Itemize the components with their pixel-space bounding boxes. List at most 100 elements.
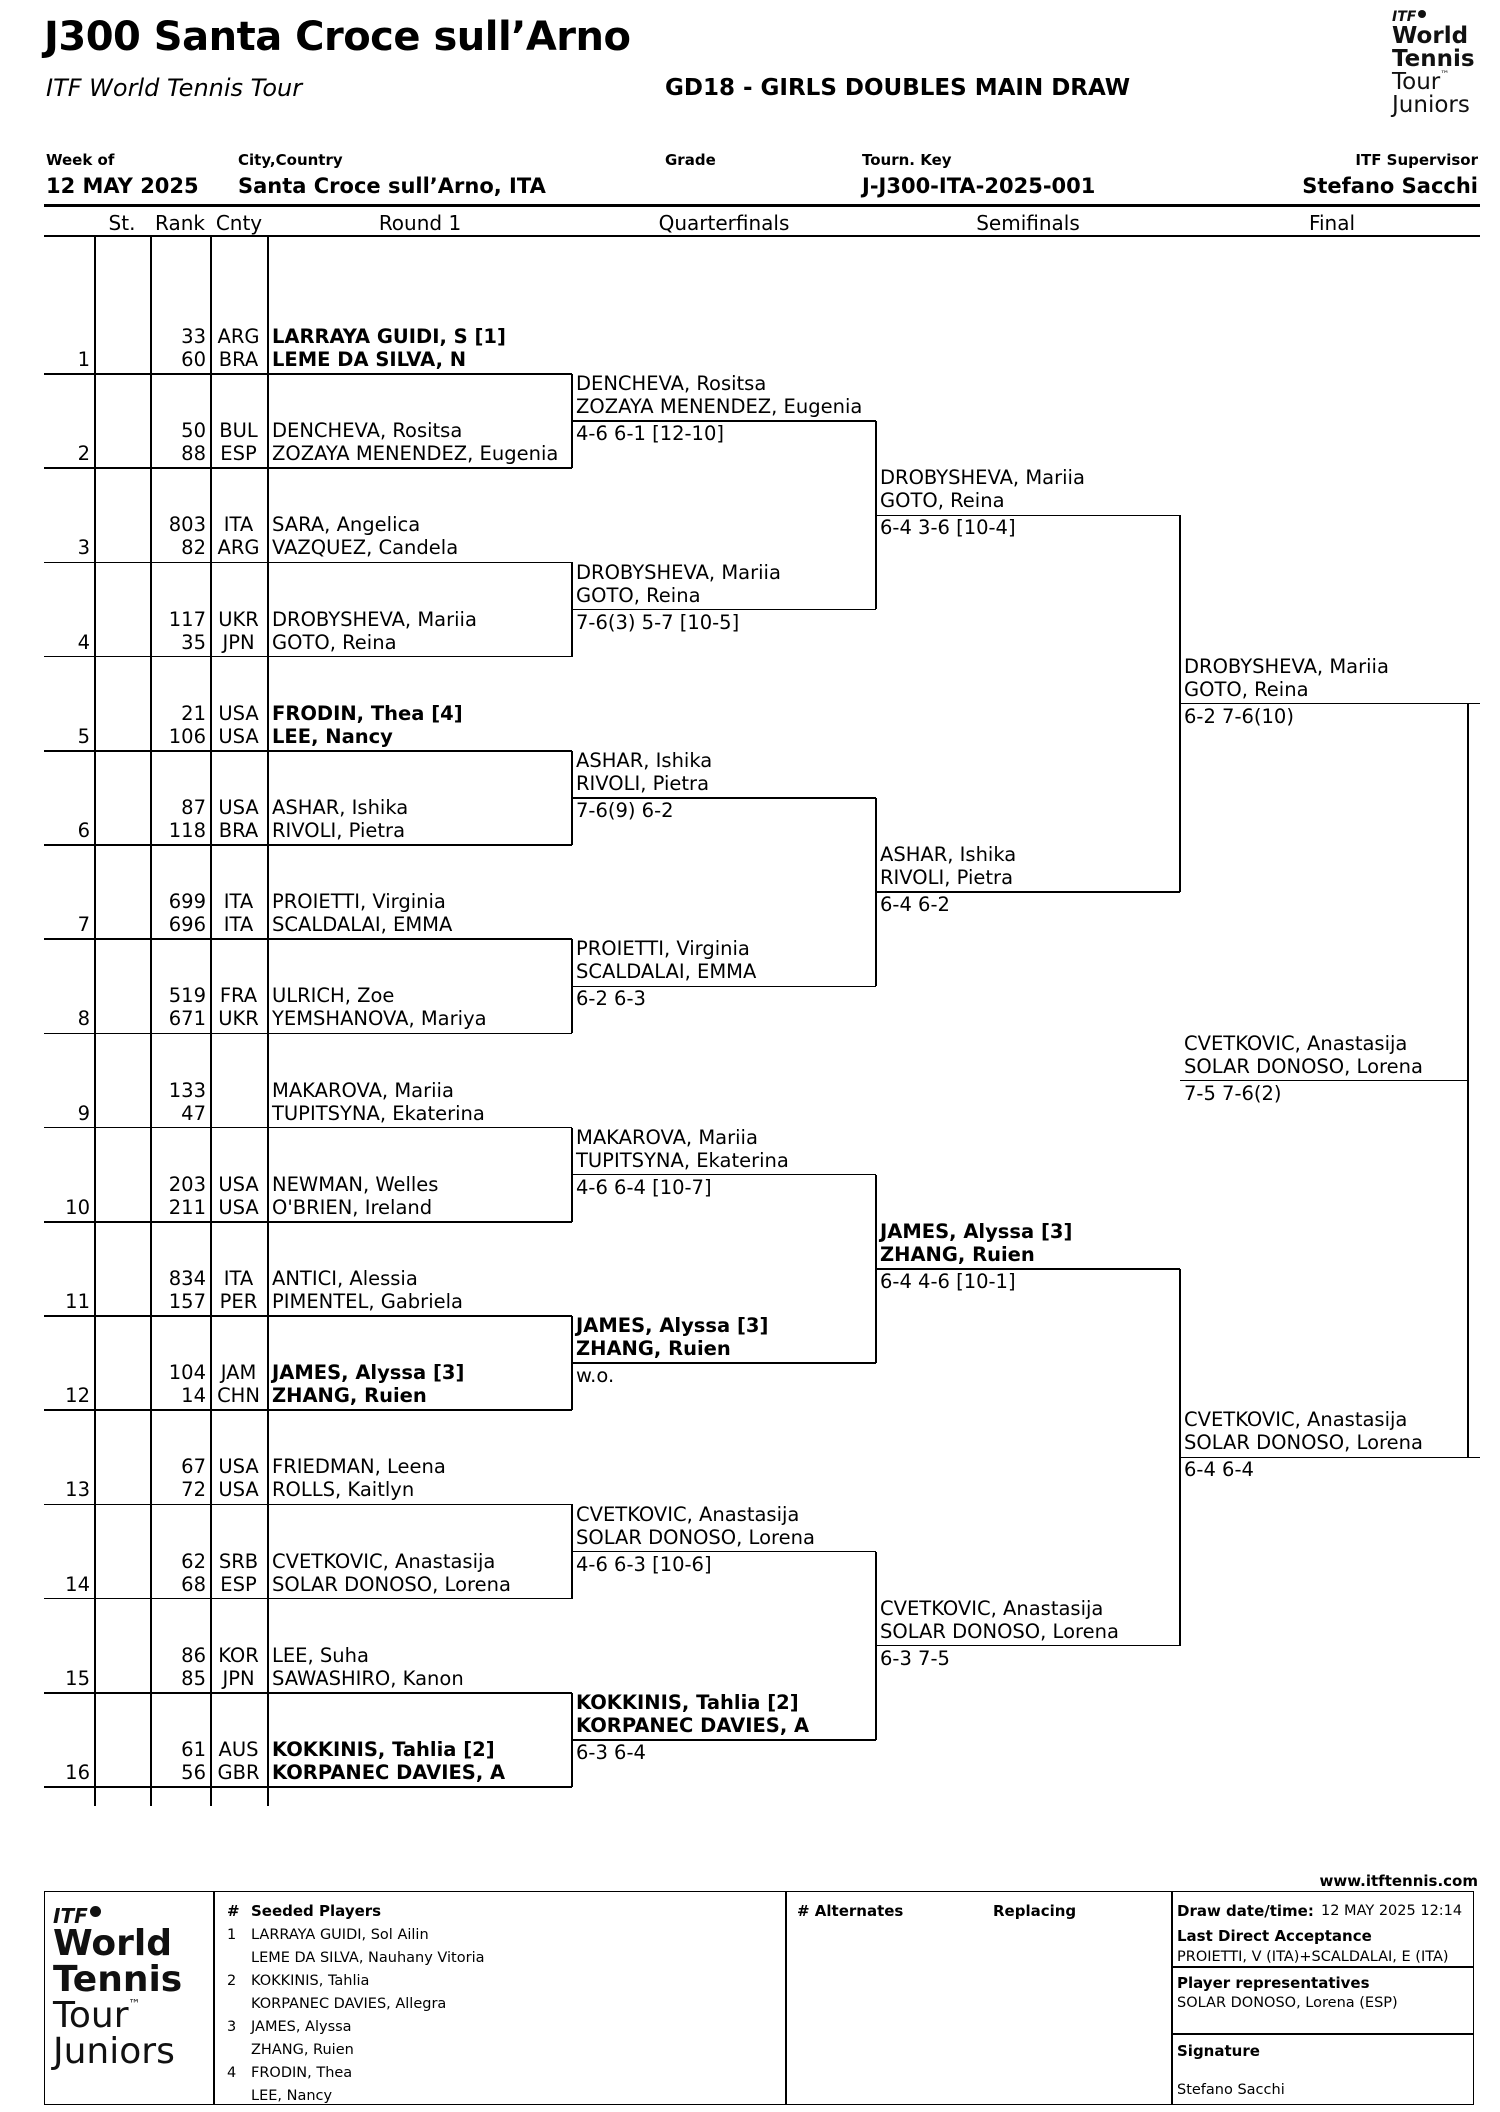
winner-name: SOLAR DONOSO, Lorena <box>576 1525 815 1549</box>
logo-line-tour: Tour <box>1392 69 1441 95</box>
seeded-hash: # <box>227 1902 240 1920</box>
player-rank: 35 <box>181 630 206 654</box>
player-rank: 157 <box>168 1290 206 1313</box>
player-name: VAZQUEZ, Candela <box>272 536 459 560</box>
player-name: LEME DA SILVA, N <box>272 348 467 371</box>
winner-name: TUPITSYNA, Ekaterina <box>576 1148 789 1172</box>
player-name: FRODIN, Thea [4] <box>272 701 463 725</box>
bracket-connector <box>1467 703 1469 1458</box>
website[interactable]: www.itftennis.com <box>1319 1872 1478 1890</box>
col-rank: Rank <box>155 211 205 235</box>
player-country: AUS <box>218 1738 259 1761</box>
logo-line-juniors: Juniors <box>53 2031 175 2072</box>
player-country: USA <box>218 701 259 725</box>
player-rank: 21 <box>181 701 206 725</box>
player-country: JAM <box>220 1361 257 1385</box>
match-score: 7-6(9) 6-2 <box>576 798 674 822</box>
signature-label: Signature <box>1177 2042 1260 2060</box>
logo-line-tennis: Tennis <box>1392 46 1475 72</box>
footer-divider <box>1171 1892 1173 2104</box>
player-name: SOLAR DONOSO, Lorena <box>272 1572 511 1596</box>
match-score: 6-2 6-3 <box>576 987 646 1011</box>
player-name: GOTO, Reina <box>272 630 397 654</box>
winner-name: ZHANG, Ruien <box>880 1242 1035 1266</box>
footer-divider <box>213 1892 215 2104</box>
colhead-rule <box>44 235 1480 237</box>
seed-player-name: KORPANEC DAVIES, Allegra <box>251 1996 447 2012</box>
match-line <box>572 1739 876 1741</box>
player-country: ITA <box>223 890 254 914</box>
player-rank: 88 <box>181 442 206 466</box>
winner-name: ASHAR, Ishika <box>576 748 713 772</box>
player-name: LEE, Nancy <box>272 724 393 748</box>
winner-name: ZHANG, Ruien <box>576 1337 731 1361</box>
draw-position: 9 <box>77 1101 90 1125</box>
player-country: BRA <box>218 819 259 842</box>
winner-name: DENCHEVA, Rositsa <box>576 372 767 396</box>
entry-line <box>44 1409 572 1411</box>
grade-label: Grade <box>665 151 716 169</box>
footer-box: ITF World Tennis Tour™ Juniors # Seeded … <box>44 1891 1474 2105</box>
match-line <box>876 891 1180 893</box>
match-line <box>876 1644 1180 1647</box>
match-score: 4-6 6-4 [10-7] <box>576 1175 712 1199</box>
player-country: CHN <box>217 1384 260 1408</box>
player-country: JPN <box>222 1666 255 1690</box>
winner-name: ZOZAYA MENENDEZ, Eugenia <box>576 395 863 419</box>
champion-name: CVETKOVIC, Anastasija <box>1184 1031 1408 1055</box>
player-name: ROLLS, Kaitlyn <box>272 1478 415 1502</box>
seed-player-name: LARRAYA GUIDI, Sol Ailin <box>251 1927 429 1943</box>
entry-line <box>44 467 572 469</box>
col-semifinals: Semifinals <box>976 211 1080 235</box>
match-score: 4-6 6-1 [12-10] <box>576 422 724 446</box>
player-rank: 519 <box>168 984 206 1008</box>
player-name: FRIEDMAN, Leena <box>272 1455 446 1479</box>
tourn-key-value: J-J300-ITA-2025-001 <box>862 174 1096 198</box>
lda-label: Last Direct Acceptance <box>1177 1927 1372 1945</box>
match-line <box>572 420 876 422</box>
winner-name: GOTO, Reina <box>880 489 1005 513</box>
tennis-ball-icon <box>1418 10 1427 18</box>
player-name: RIVOLI, Pietra <box>272 819 406 842</box>
draw-position: 14 <box>65 1572 90 1596</box>
col-quarterfinals: Quarterfinals <box>658 211 790 235</box>
player-rank: 50 <box>181 419 206 443</box>
entry-line <box>44 655 572 658</box>
player-country: UKR <box>218 607 259 631</box>
alternates-label: # Alternates <box>797 1902 904 1920</box>
winner-name: RIVOLI, Pietra <box>576 771 710 795</box>
tourn-key-label: Tourn. Key <box>862 151 952 169</box>
player-country: ITA <box>223 1267 254 1290</box>
seed-number: 1 <box>227 1927 237 1943</box>
draw-name: GD18 - GIRLS DOUBLES MAIN DRAW <box>665 75 1131 101</box>
entry-line <box>44 1315 572 1317</box>
player-country: KOR <box>218 1643 259 1667</box>
player-country: ITA <box>223 913 254 937</box>
reps-value: SOLAR DONOSO, Lorena (ESP) <box>1177 1995 1398 2011</box>
player-name: CVETKOVIC, Anastasija <box>272 1549 496 1573</box>
winner-name: CVETKOVIC, Anastasija <box>1184 1408 1408 1432</box>
player-name: SAWASHIRO, Kanon <box>272 1666 464 1690</box>
winner-name: CVETKOVIC, Anastasija <box>576 1502 800 1526</box>
match-score: 6-4 4-6 [10-1] <box>880 1269 1016 1293</box>
player-name: ULRICH, Zoe <box>272 984 395 1008</box>
player-name: YEMSHANOVA, Mariya <box>272 1007 487 1031</box>
winner-name: PROIETTI, Virginia <box>576 937 750 961</box>
player-rank: 61 <box>181 1738 206 1761</box>
col-final: Final <box>1308 211 1356 235</box>
draw-position: 13 <box>65 1478 90 1502</box>
entry-line <box>44 1597 572 1600</box>
player-rank: 47 <box>181 1101 206 1125</box>
player-rank: 834 <box>168 1267 206 1290</box>
player-name: ZHANG, Ruien <box>272 1384 427 1408</box>
entry-line <box>44 373 572 375</box>
winner-name: GOTO, Reina <box>576 583 701 607</box>
winner-name: ASHAR, Ishika <box>880 843 1017 867</box>
player-name: ASHAR, Ishika <box>272 796 409 819</box>
player-country: JPN <box>222 630 255 654</box>
entry-line <box>44 1503 572 1506</box>
draw-position: 15 <box>65 1666 90 1690</box>
player-rank: 203 <box>168 1172 206 1196</box>
seed-number: 2 <box>227 1973 237 1989</box>
player-rank: 671 <box>168 1007 206 1031</box>
